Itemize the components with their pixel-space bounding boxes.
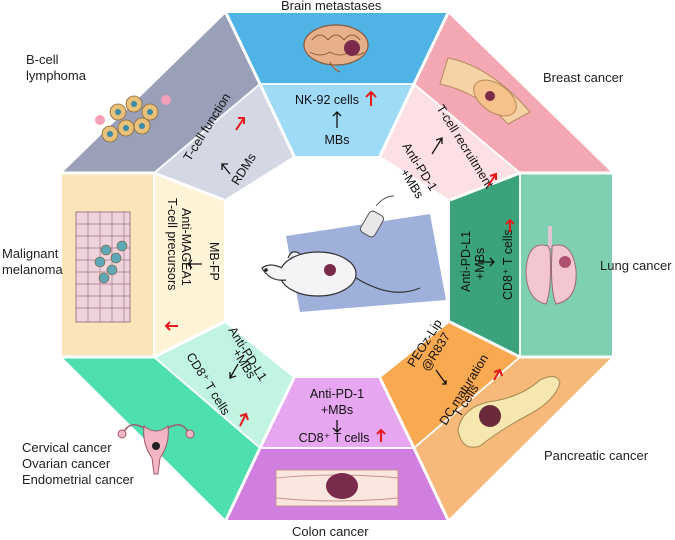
colon-top-text-1: Anti-PD-1 xyxy=(310,387,364,401)
label-lung-cancer: Lung cancer xyxy=(600,258,672,273)
segment-cervical-inner xyxy=(154,322,294,448)
melanoma-arrow xyxy=(187,259,202,269)
brain-illustration xyxy=(303,24,369,73)
colon-arrow xyxy=(332,420,342,433)
label-malignant: Malignant xyxy=(2,246,59,261)
pancreas-illustration xyxy=(457,376,561,448)
segment-pancreatic-outer xyxy=(414,357,612,520)
label-melanoma: melanoma xyxy=(2,262,63,277)
brain-bottom-text: MBs xyxy=(325,133,350,147)
label-cervical-cancer: Cervical cancer xyxy=(22,440,112,455)
segment-pancreatic-inner xyxy=(380,322,520,448)
brain-arrow xyxy=(332,111,342,128)
pancreatic-arrow xyxy=(435,369,447,385)
melanoma-left-text-1: T-cell precursors xyxy=(165,198,179,290)
colon-up-arrow xyxy=(376,428,386,442)
label-breast-cancer: Breast cancer xyxy=(543,70,624,85)
lung-arrow xyxy=(478,257,495,267)
breast-illustration xyxy=(439,57,531,125)
colon-top-text-2: +MBs xyxy=(321,403,353,417)
melanoma-right-text: MB-FP xyxy=(207,242,221,281)
colon-illustration xyxy=(275,469,399,507)
cervical-up-arrow xyxy=(239,412,249,427)
lung-top-text-1: Anti-PD-L1 xyxy=(459,231,473,292)
bcell-up-arrow xyxy=(235,117,245,131)
lung-bottom-text: CD8⁺ T cells xyxy=(501,229,515,300)
mouse-ultrasound-illustration xyxy=(261,195,446,312)
label-colon-cancer: Colon cancer xyxy=(292,524,369,539)
label-bcell: B-cell xyxy=(26,52,59,67)
breast-up-arrow xyxy=(487,172,497,187)
cervical-arrow xyxy=(229,363,239,379)
lung-up-arrow xyxy=(505,218,515,232)
bcell-arrow xyxy=(221,163,231,175)
lymphoma-cells-illustration xyxy=(95,95,171,143)
segment-colon-inner xyxy=(260,378,414,448)
melanoma-tissue-illustration xyxy=(75,211,131,323)
lung-top-text-2: +MBs xyxy=(473,248,487,280)
label-lymphoma: lymphoma xyxy=(26,68,86,83)
uterus-illustration xyxy=(117,424,195,475)
colon-bottom-text: CD8⁺ T cells xyxy=(299,431,370,445)
melanoma-left-text-2: Anti-MAGEA1 xyxy=(179,208,193,286)
segment-bcell-inner xyxy=(154,84,294,200)
melanoma-up-arrow xyxy=(164,321,178,331)
brain-up-arrow xyxy=(365,90,377,106)
pancreatic-up-arrow xyxy=(493,368,503,381)
label-brain-metastases: Brain metastases xyxy=(281,0,382,13)
label-pancreatic-cancer: Pancreatic cancer xyxy=(544,448,649,463)
label-ovarian-cancer: Ovarian cancer xyxy=(22,456,111,471)
label-endometrial-cancer: Endometrial cancer xyxy=(22,472,134,487)
breast-arrow xyxy=(431,137,443,155)
lungs-illustration xyxy=(525,226,577,305)
segment-lung-inner xyxy=(450,173,520,357)
segment-breast-inner xyxy=(380,84,520,200)
brain-top-text: NK-92 cells xyxy=(295,93,359,107)
segment-breast-outer xyxy=(414,13,612,173)
